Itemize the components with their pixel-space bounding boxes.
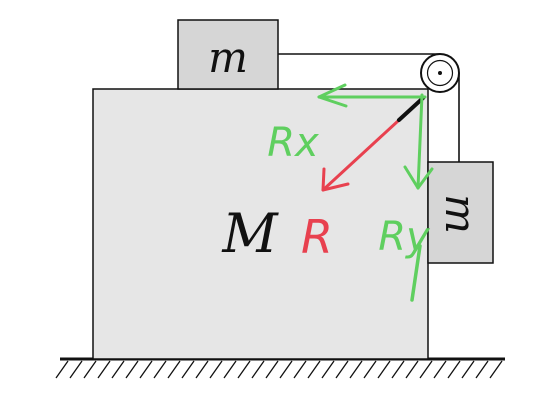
side-block [427,161,494,264]
string [278,53,460,162]
big-block-label: M [221,202,279,265]
ry-arrow [403,93,434,190]
ry-label-tail [410,244,422,302]
pulley-icon [420,53,460,93]
string-highlight [397,96,425,122]
resultant-arrow [321,96,425,192]
rx-arrow [317,83,427,108]
big-block [92,88,429,360]
top-block-label: m [208,33,248,82]
side-block-label: m [436,194,485,234]
top-block [177,19,279,90]
rx-label: Rx [267,120,319,166]
resultant-label: R [301,210,333,264]
ry-label: Ry [378,214,431,260]
ground [55,357,505,379]
